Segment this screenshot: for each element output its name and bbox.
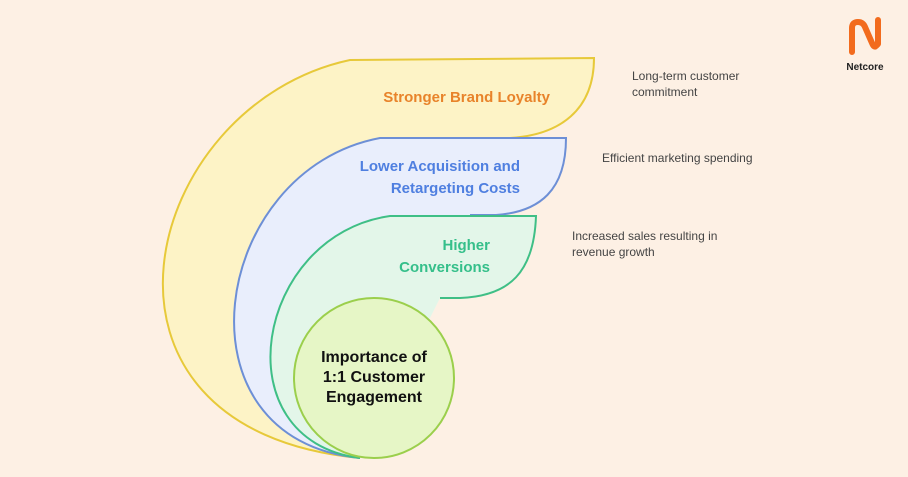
layer-title-conversions: Higher Conversions [300,235,490,279]
description-line: Increased sales resulting in [572,229,718,243]
core-title-line: Engagement [325,389,422,406]
description-line: Efficient marketing spending [602,151,753,165]
layer-description-conversions: Increased sales resulting in revenue gro… [572,228,792,260]
layer-title-line: Lower Acquisition and [359,158,520,175]
layer-title-line: Higher [442,237,490,254]
core-title: Importance of 1:1 Customer Engagement [296,348,452,408]
layer-description-brand-loyalty: Long-term customer commitment [632,68,832,100]
layer-title-acquisition-costs: Lower Acquisition and Retargeting Costs [290,156,520,200]
netcore-logo: Netcore [836,16,894,73]
core-title-line: Importance of [321,349,427,366]
layer-title-line: Retargeting Costs [390,180,520,197]
layer-title-line: Stronger Brand Loyalty [383,89,550,106]
brand-name: Netcore [846,62,884,73]
netcore-logo-icon [849,17,881,55]
layer-title-brand-loyalty: Stronger Brand Loyalty [300,87,550,109]
core-circle [293,297,455,459]
layer-description-acquisition-costs: Efficient marketing spending [602,150,822,166]
description-line: Long-term customer [632,69,740,83]
core-title-line: 1:1 Customer [322,369,426,386]
description-line: revenue growth [572,245,655,259]
description-line: commitment [632,85,698,99]
layer-title-line: Conversions [399,259,490,276]
